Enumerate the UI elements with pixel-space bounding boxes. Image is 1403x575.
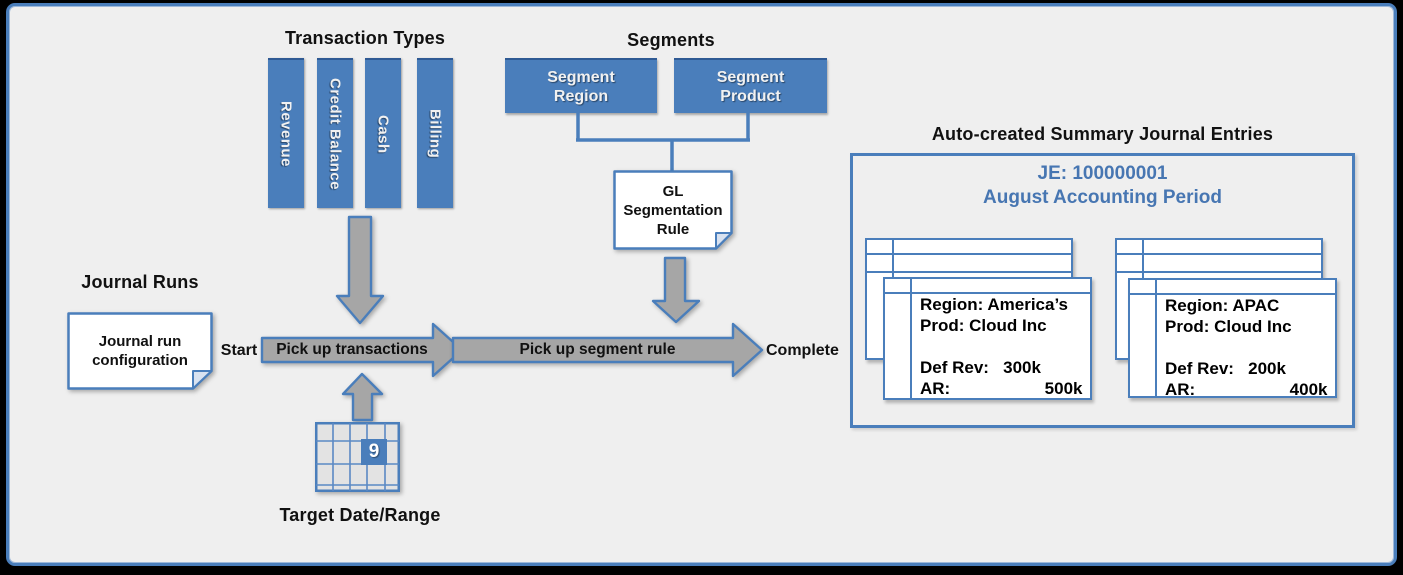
journal-config-text: Journal run configuration xyxy=(67,312,213,390)
gl-segmentation-rule-doc: GL Segmentation Rule xyxy=(613,170,733,250)
segment-product-line2: Product xyxy=(720,87,781,105)
segment-product-box: Segment Product xyxy=(674,58,827,113)
bar-label-cash: Cash xyxy=(374,114,392,154)
flow-start-label: Start xyxy=(220,342,258,359)
target-date-range-title: Target Date/Range xyxy=(279,505,441,525)
card-text-apac: Region: APAC Prod: Cloud Inc Def Rev: 20… xyxy=(1165,295,1328,400)
card-line xyxy=(920,336,1083,357)
card-header-line xyxy=(1117,253,1321,255)
card-row-line xyxy=(1117,271,1321,273)
je-number: JE: 100000001 xyxy=(1037,163,1168,184)
calendar-day-highlight: 9 xyxy=(361,439,387,465)
card-line: Prod: Cloud Inc xyxy=(920,316,1047,335)
bar-label-credit-balance: Credit Balance xyxy=(326,77,344,191)
card-line: Region: APAC xyxy=(1165,296,1280,315)
card-column-line xyxy=(1155,280,1157,396)
gl-rule-line3: Rule xyxy=(656,220,690,238)
summary-panel xyxy=(850,153,1355,428)
card-line: Region: America’s xyxy=(920,295,1069,314)
card-text-americas: Region: America’s Prod: Cloud Inc Def Re… xyxy=(920,294,1083,399)
journal-config-line2: configuration xyxy=(92,352,188,369)
flow-step2-label: Pick up segment rule xyxy=(519,341,676,358)
flow-complete-label: Complete xyxy=(766,342,839,359)
segment-region-line1: Segment xyxy=(547,68,615,86)
calendar-icon xyxy=(315,422,400,492)
transaction-type-bar-credit-balance: Credit Balance xyxy=(317,58,353,208)
card-header-line xyxy=(1130,293,1335,295)
card-line: Def Rev: 200k xyxy=(1165,359,1286,378)
transaction-type-bar-cash: Cash xyxy=(365,58,401,208)
card-column-line xyxy=(910,279,912,398)
transaction-type-bar-revenue: Revenue xyxy=(268,58,304,208)
card-header-line xyxy=(885,292,1090,294)
transaction-type-bar-billing: Billing xyxy=(417,58,453,208)
journal-entry-card-americas: Region: America’s Prod: Cloud Inc Def Re… xyxy=(883,277,1092,400)
segment-product-line1: Segment xyxy=(716,68,785,86)
flow-arrow-pick-up-transactions xyxy=(260,320,468,380)
segment-region-line2: Region xyxy=(553,87,609,105)
je-period: August Accounting Period xyxy=(983,187,1222,208)
card-line: AR: 400k xyxy=(1165,380,1328,399)
bar-label-billing: Billing xyxy=(426,109,444,159)
card-row-line xyxy=(867,271,1071,273)
transactions-down-arrow-icon xyxy=(330,214,390,326)
summary-panel-title: Auto-created Summary Journal Entries xyxy=(931,124,1274,144)
journal-runs-title: Journal Runs xyxy=(81,272,199,292)
flow-arrow-pick-up-segment-rule xyxy=(450,320,768,380)
card-header-line xyxy=(867,253,1071,255)
segments-connector-lines xyxy=(560,110,760,179)
calendar-up-arrow-icon xyxy=(338,372,386,422)
gl-rule-line1: GL xyxy=(662,182,684,200)
card-line: Prod: Cloud Inc xyxy=(1165,317,1292,336)
bar-label-revenue: Revenue xyxy=(277,100,295,168)
segment-region-box: Segment Region xyxy=(505,58,657,113)
transaction-types-title: Transaction Types xyxy=(284,28,446,48)
card-line: Def Rev: 300k xyxy=(920,358,1041,377)
gl-rule-down-arrow-icon xyxy=(650,255,702,325)
journal-config-line1: Journal run xyxy=(98,333,182,350)
card-line xyxy=(1165,337,1328,358)
flow-step1-label: Pick up transactions xyxy=(276,341,428,358)
segments-title: Segments xyxy=(627,30,715,50)
gl-rule-line2: Segmentation xyxy=(623,201,723,219)
journal-run-configuration-doc: Journal run configuration xyxy=(67,312,213,390)
journal-entry-card-apac: Region: APAC Prod: Cloud Inc Def Rev: 20… xyxy=(1128,278,1337,400)
gl-rule-text: GL Segmentation Rule xyxy=(613,170,733,250)
card-line: AR: 500k xyxy=(920,379,1083,398)
